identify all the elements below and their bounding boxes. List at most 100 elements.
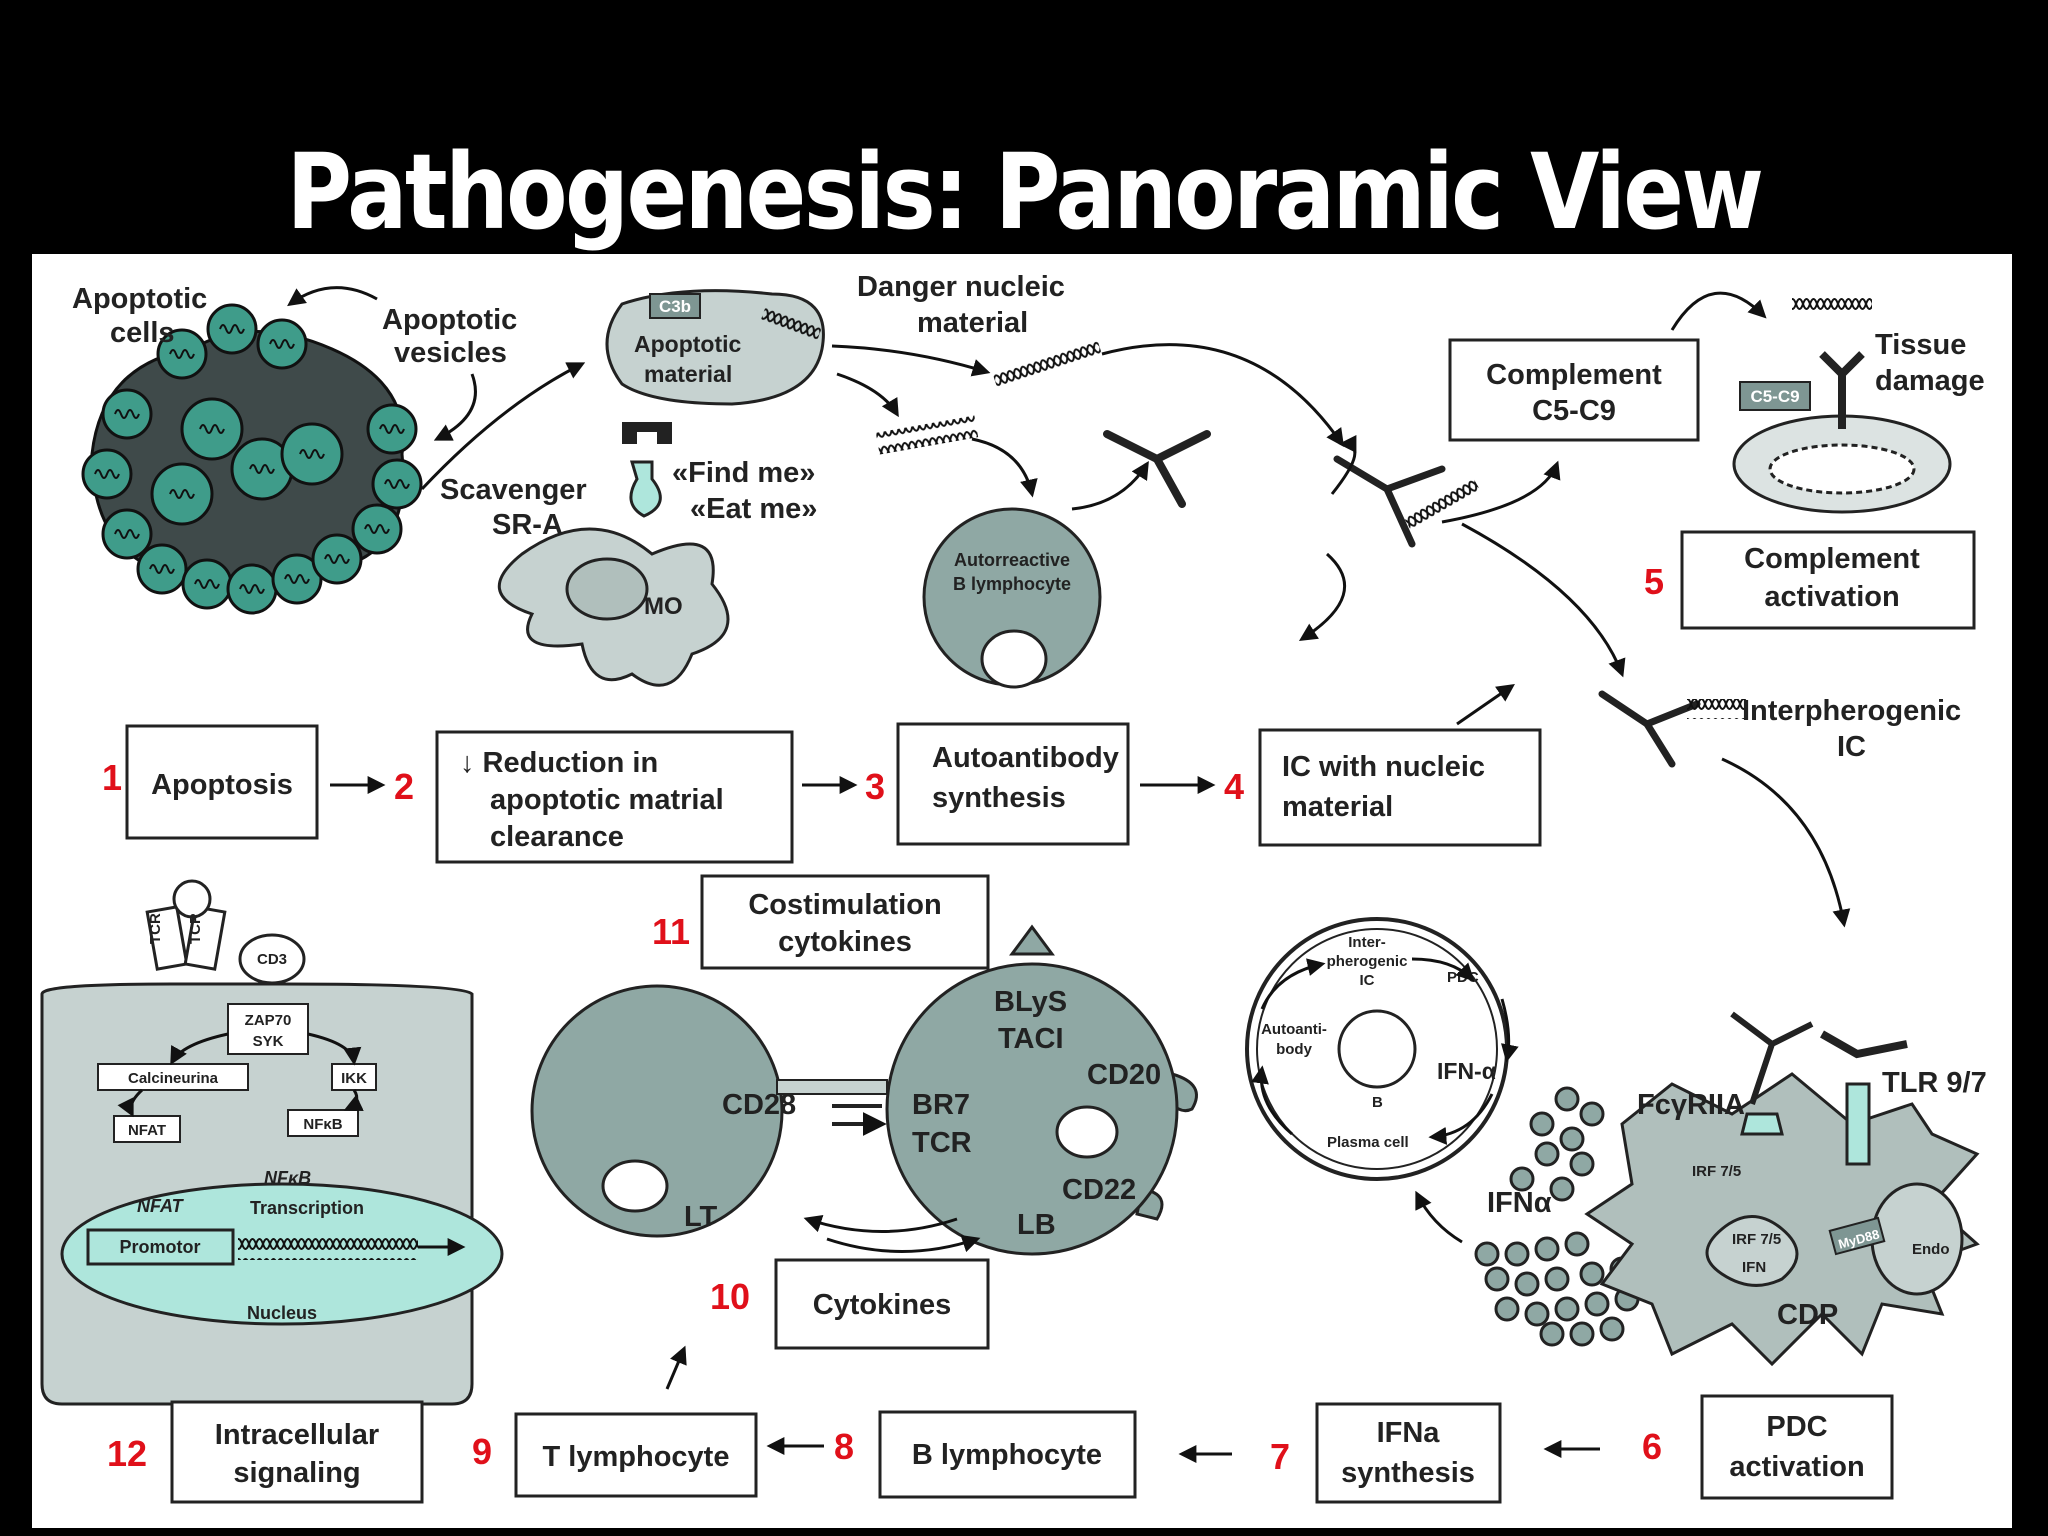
ifn-alpha-granules (1474, 1086, 1640, 1347)
step-10-box (774, 1258, 990, 1350)
vesicle-dna (194, 579, 220, 589)
blys-label: BLyS (994, 986, 1067, 1018)
interpherogenic-ic (1598, 690, 1701, 768)
step-8-label: B lymphocyte (912, 1439, 1102, 1471)
step-10-number: 10 (710, 1276, 750, 1317)
ifn-granule (1554, 1296, 1580, 1322)
step-5-box (1680, 530, 1976, 630)
ifn-to-cycle-arrow (1415, 1190, 1463, 1244)
interpherogenic-helix (1687, 699, 1747, 719)
tissue-damage: C5-C9 (1732, 294, 1952, 514)
endo-label: Endo (1912, 1241, 1950, 1258)
nfkb-label: NFκB (303, 1116, 342, 1133)
step-2-box (435, 730, 794, 864)
vesicle-dna (149, 564, 175, 574)
b-lymphocyte-cell: BLyS TACI CD20 BR7 TCR CD22 LB (776, 924, 1198, 1256)
ifn-granule (1529, 1111, 1555, 1137)
step-3-box (896, 722, 1130, 846)
cd3-label: CD3 (257, 951, 287, 968)
tcr-label-2: TCR (187, 913, 204, 944)
c5c9-tag: C5-C9 (1750, 387, 1799, 406)
step-1-label: Apoptosis (151, 769, 293, 801)
material-to-dna2-arrow (836, 372, 899, 418)
fcgriia-label: FcγRIIA (1637, 1089, 1745, 1121)
tcell-to-cytokines-arrow (665, 1345, 687, 1390)
step-8-box (878, 1410, 1137, 1499)
ifn-granule (1569, 1151, 1595, 1177)
apoptotic-cell-cluster (81, 303, 423, 615)
ifn-granule (1564, 1231, 1590, 1257)
ic-to-pdc-arrow (1721, 757, 1851, 928)
lb-label: LB (1017, 1209, 1056, 1241)
ifn-granule (1599, 1316, 1625, 1342)
step-9-label: T lymphocyte (543, 1441, 730, 1473)
eat-me-label: «Eat me» (690, 493, 817, 525)
vesicle-dna (384, 479, 410, 489)
cdp-label: CDP (1777, 1299, 1838, 1331)
transcription-label: Transcription (250, 1198, 364, 1218)
step-4-number: 4 (1224, 766, 1244, 807)
ifn-granule (1504, 1241, 1530, 1267)
br7-label: BR7 (912, 1089, 970, 1121)
ifn-granule (1554, 1086, 1580, 1112)
ifn-granule (1569, 1321, 1595, 1347)
ic-loop-arrow (1330, 435, 1357, 495)
vesicle-dna (219, 324, 245, 334)
vesicle-dna (199, 424, 225, 434)
step4-up-arrow (1456, 683, 1515, 726)
ifn-granule (1544, 1266, 1570, 1292)
step-6-number: 6 (1642, 1426, 1662, 1467)
material-to-dna-arrow (831, 344, 991, 377)
complement-to-tissue-arrow (1670, 291, 1767, 331)
dna-helix-2 (875, 415, 979, 455)
taci-label: TACI (998, 1023, 1064, 1055)
ifn-granule (1514, 1271, 1540, 1297)
cd22-label: CD22 (1062, 1174, 1136, 1206)
tcr-b-label: TCR (912, 1127, 972, 1159)
ic-helix (1402, 475, 1482, 533)
step-9-box (514, 1412, 758, 1498)
ifn-granule (1534, 1236, 1560, 1262)
ifn-granule (1474, 1241, 1500, 1267)
immune-complex-top (1333, 455, 1446, 548)
tcr-label: TCR (147, 913, 164, 944)
nfat-label: NFAT (128, 1122, 166, 1139)
complement-c5c9-box (1448, 338, 1700, 442)
step-3-number: 3 (865, 766, 885, 807)
ic-return-arrow (1298, 552, 1347, 641)
vesicles-to-cells-arrow (287, 286, 378, 307)
step-11-box (700, 874, 990, 970)
ifn-small-label: IFN (1742, 1259, 1766, 1276)
ifn-granule (1549, 1176, 1575, 1202)
nfkb-nucleus-label: NFκB (264, 1168, 311, 1188)
ifn-granule (1579, 1261, 1605, 1287)
ifn-granule (1579, 1101, 1605, 1127)
ifn-granule (1484, 1266, 1510, 1292)
ifn-granule (1539, 1321, 1565, 1347)
irf75-nucleus-label: IRF 7/5 (1732, 1231, 1781, 1248)
vesicle-dna (94, 469, 120, 479)
step-4-box (1258, 728, 1542, 847)
promotor-label: Promotor (120, 1237, 201, 1257)
dna-to-bcell-arrow (971, 437, 1038, 498)
vesicle-dna (324, 554, 350, 564)
